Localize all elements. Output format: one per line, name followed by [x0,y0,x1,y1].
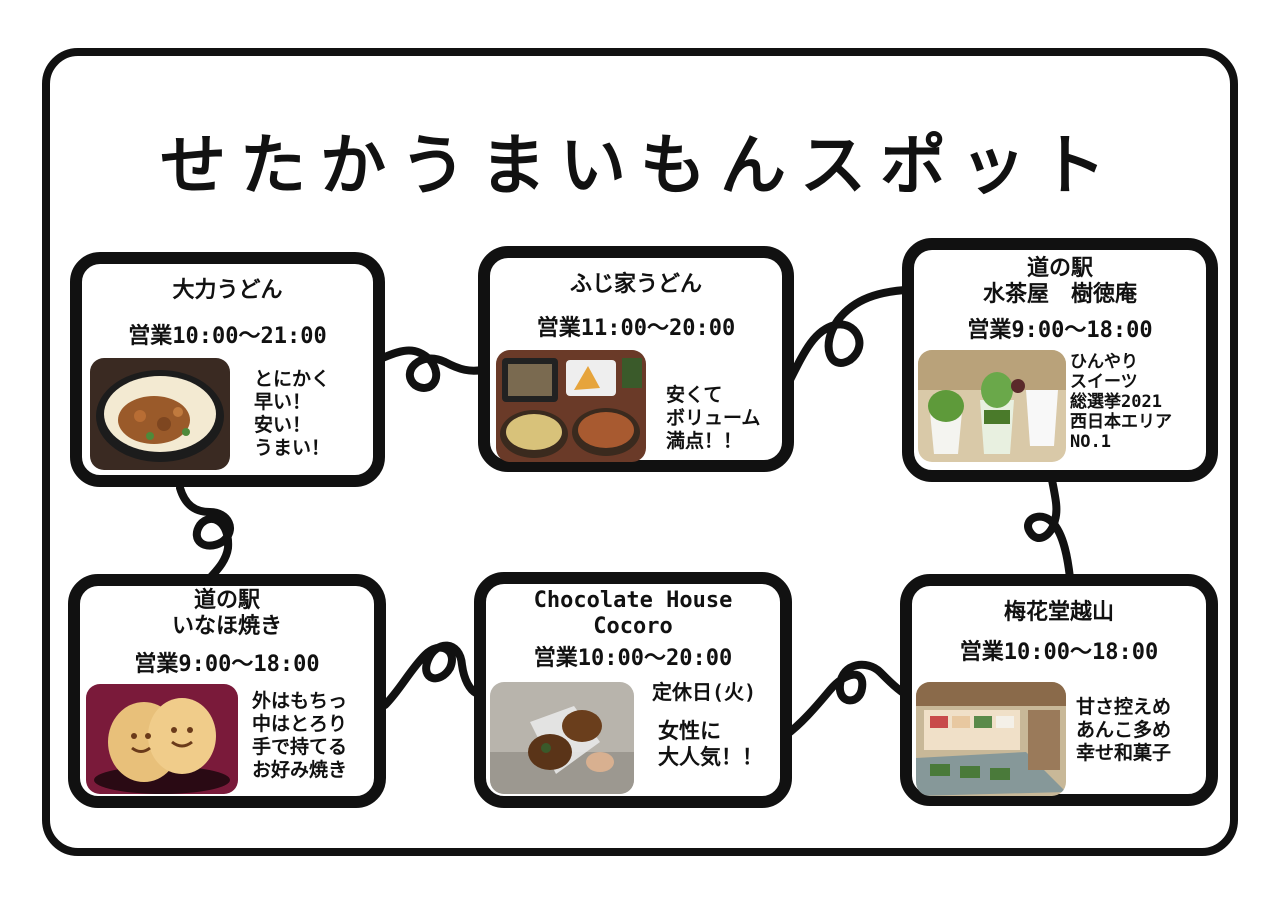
spot-card-dairiki-udon[interactable]: 大力うどん 営業10:00～21:00 とにかく 早い！ 安い！ うまい！ [70,252,385,487]
spot-card-chocolate-house-cocoro[interactable]: Chocolate House Cocoro 営業10:00～20:00 定休日… [474,572,792,808]
spot-name: Chocolate House Cocoro [533,588,733,639]
spot-hours: 営業9:00～18:00 [967,318,1153,343]
spot-card-inaho-yaki[interactable]: 道の駅 いなほ焼き 営業9:00～18:00 外はもちっ 中はとろり 手で持てる… [68,574,386,808]
spot-name: 大力うどん [172,278,283,303]
matcha-sweets-icon [918,350,1066,462]
spot-description: 安くて ボリューム 満点！！ [666,384,761,452]
chocolate-crepe-icon [490,682,634,794]
spot-name: 梅花堂越山 [1003,600,1114,625]
wagashi-shop-icon [916,682,1066,796]
spot-description: 外はもちっ 中はとろり 手で持てる お好み焼き [252,690,348,781]
outer-frame [42,48,1238,856]
spot-hours: 営業10:00～18:00 [959,640,1159,665]
spot-description: とにかく 早い！ 安い！ うまい！ [254,368,331,459]
spot-photo-matcha-sweets [918,350,1066,462]
spot-description: 甘さ控えめ あんこ多め 幸せ和菓子 [1076,696,1172,764]
spot-description: ひんやり スイーツ 総選挙2021 西日本エリア NO.1 [1070,352,1172,452]
spot-description: 女性に 大人気！！ [658,719,763,769]
set-meal-icon [496,350,646,462]
connector-3-6 [1024,476,1074,582]
spot-hours: 営業11:00～20:00 [536,316,736,341]
spot-card-fujiya-udon[interactable]: ふじ家うどん 営業11:00～20:00 安くて ボリューム 満点！！ [478,246,794,472]
inaho-yaki-icon [86,684,238,794]
spot-card-mizuchaya-jutokuan[interactable]: 道の駅 水茶屋 樹徳庵 営業9:00～18:00 ひんやり スイーツ 総選挙20… [902,238,1218,482]
udon-bowl-icon [90,358,230,470]
page-title: せたかうまいもんスポット [160,127,1120,204]
spot-photo-chocolate [490,682,634,794]
spot-photo-set-meal [496,350,646,462]
spot-name: 道の駅 いなほ焼き [171,588,282,639]
spot-hours: 営業9:00～18:00 [134,652,320,677]
spot-card-baikado-koshiyama[interactable]: 梅花堂越山 営業10:00～18:00 甘さ控えめ あんこ多め 幸せ和菓子 [900,574,1218,806]
spot-photo-inaho-yaki [86,684,238,794]
connector-2-3 [786,286,909,384]
spot-closed-day: 定休日(火) [652,680,757,704]
spot-photo-udon [90,358,230,470]
spot-name: ふじ家うどん [569,272,702,297]
spot-hours: 営業10:00～21:00 [128,324,327,349]
spot-photo-wagashi [916,682,1066,796]
connector-1-2 [374,346,486,392]
connector-5-6 [782,660,912,739]
connector-4-5 [381,641,480,709]
spot-name: 道の駅 水茶屋 樹徳庵 [982,256,1137,307]
spot-hours: 営業10:00～20:00 [533,646,733,671]
connector-1-4 [176,484,234,582]
